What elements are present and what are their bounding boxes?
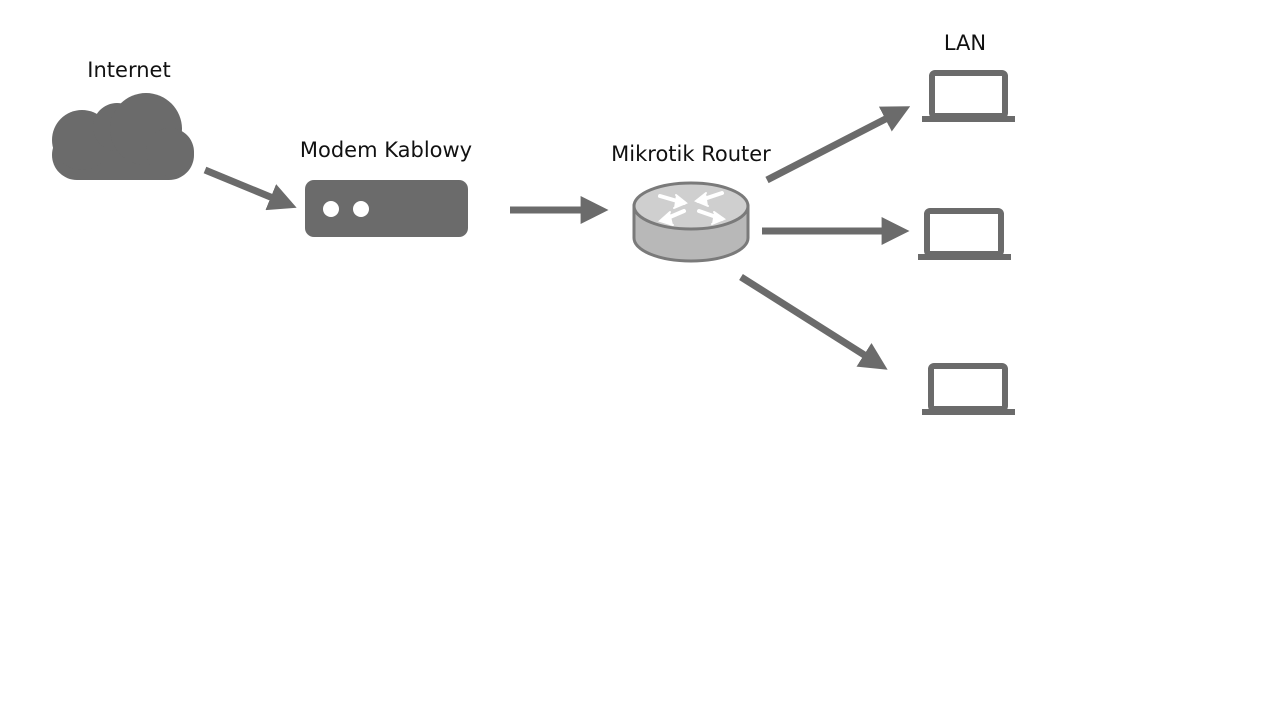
router-label: Mikrotik Router: [611, 142, 771, 166]
laptop-icon: [922, 70, 1015, 122]
modem-label: Modem Kablowy: [300, 138, 472, 162]
internet-label: Internet: [87, 58, 170, 82]
laptop-icon: [922, 363, 1015, 415]
arrow-internet-to-modem: [203, 166, 297, 211]
lan-label: LAN: [944, 31, 986, 55]
router-arrows-icon: [658, 191, 727, 226]
router-icon: [632, 181, 750, 263]
arrow-router-to-laptop-1: [765, 106, 911, 184]
laptop-icon: [918, 208, 1011, 260]
arrow-router-to-laptop-3: [739, 274, 888, 370]
cloud-icon: [52, 93, 194, 180]
modem-icon: [305, 180, 468, 237]
